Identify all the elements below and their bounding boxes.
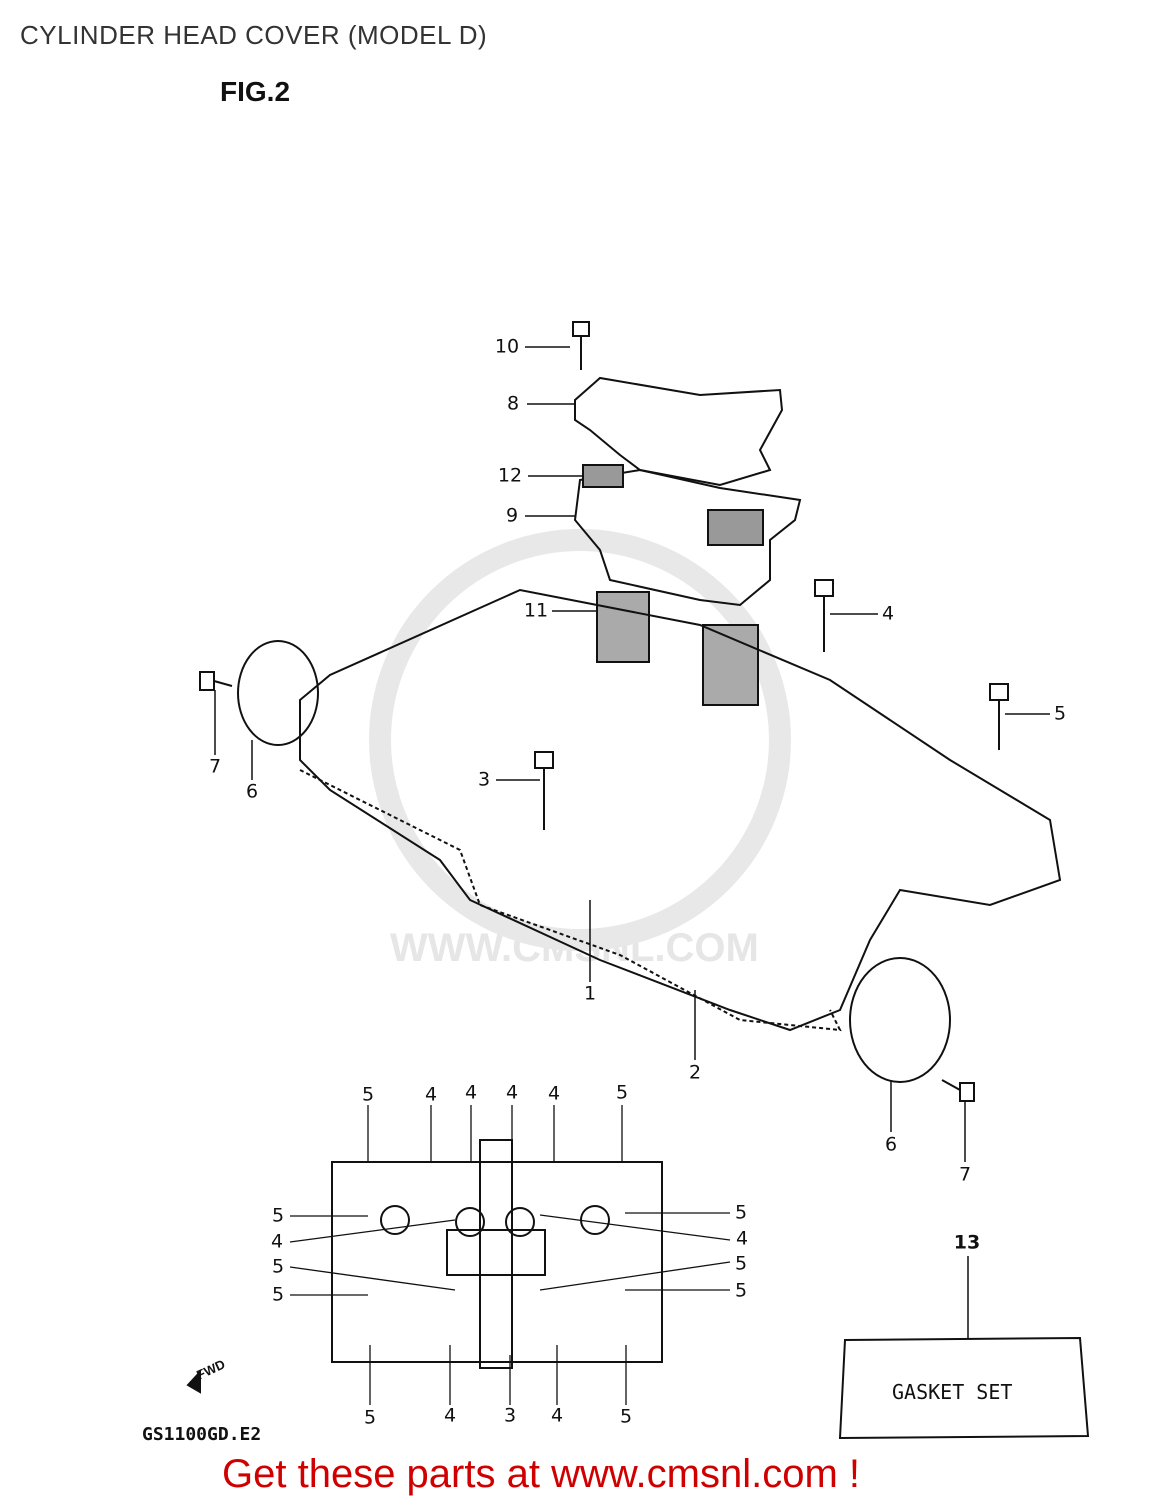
seal-12b[interactable] xyxy=(707,509,764,546)
callout-8: 8 xyxy=(506,392,520,415)
diagram-code: GS1100GD.E2 xyxy=(142,1424,262,1445)
callout-7: 7 xyxy=(958,1163,972,1186)
callout-6: 6 xyxy=(884,1133,898,1156)
callout-11: 11 xyxy=(523,599,549,622)
plan-callout: 5 xyxy=(361,1083,375,1106)
end-cap-6-left[interactable] xyxy=(237,640,319,746)
callout-10: 10 xyxy=(494,335,520,358)
plan-callout: 5 xyxy=(734,1201,748,1224)
callout-7: 7 xyxy=(208,755,222,778)
callout-6: 6 xyxy=(245,780,259,803)
plan-callout: 5 xyxy=(271,1255,285,1278)
callout-4: 4 xyxy=(881,602,895,625)
promo-link[interactable]: Get these parts at www.cmsnl.com ! xyxy=(222,1452,860,1496)
plan-callout: 4 xyxy=(505,1081,519,1104)
bolt-10[interactable] xyxy=(572,321,590,370)
callout-1: 1 xyxy=(583,982,597,1005)
cylinder-head-cover-1[interactable] xyxy=(299,588,1062,1032)
plan-view xyxy=(289,1105,731,1405)
plan-callout: 5 xyxy=(734,1279,748,1302)
bolt-5[interactable] xyxy=(989,683,1009,750)
plan-callout: 4 xyxy=(443,1404,457,1427)
plan-callout: 4 xyxy=(464,1081,478,1104)
callout-9: 9 xyxy=(505,504,519,527)
plan-callout: 3 xyxy=(503,1404,517,1427)
screw-7-right[interactable] xyxy=(941,1079,975,1102)
callout-5: 5 xyxy=(1053,702,1067,725)
plan-callout: 5 xyxy=(271,1283,285,1306)
page-title: CYLINDER HEAD COVER (MODEL D) xyxy=(20,20,488,50)
plan-callout: 5 xyxy=(615,1081,629,1104)
callout-13: 13 xyxy=(953,1231,981,1254)
gasket-2[interactable] xyxy=(299,769,842,1032)
figure-number: FIG.2 xyxy=(220,76,291,107)
breather-cover-8[interactable] xyxy=(574,376,784,487)
plan-callout: 4 xyxy=(547,1082,561,1105)
breather-11[interactable] xyxy=(596,591,650,663)
plan-callout: 5 xyxy=(619,1405,633,1428)
watermark-logo xyxy=(369,529,791,951)
gasket-set-label: GASKET SET xyxy=(892,1380,1013,1404)
plan-callout: 4 xyxy=(424,1083,438,1106)
screw-7-left[interactable] xyxy=(199,671,233,691)
seal-12[interactable] xyxy=(582,464,624,488)
leader-lines xyxy=(214,346,1050,1338)
bolt-3[interactable] xyxy=(534,751,554,830)
callout-12: 12 xyxy=(497,464,523,487)
plan-callout: 4 xyxy=(550,1404,564,1427)
bolt-4[interactable] xyxy=(814,579,834,652)
gasket-set-bag[interactable] xyxy=(838,1336,1090,1440)
gasket-9[interactable] xyxy=(573,468,802,607)
plan-callout: 4 xyxy=(735,1227,749,1250)
plan-callout: 5 xyxy=(734,1252,748,1275)
callout-3: 3 xyxy=(477,768,491,791)
callout-2: 2 xyxy=(688,1061,702,1084)
plan-callout: 4 xyxy=(270,1230,284,1253)
plan-callout: 5 xyxy=(363,1406,377,1429)
end-cap-6-right[interactable] xyxy=(849,957,951,1083)
fwd-arrow-icon xyxy=(186,1369,201,1394)
plan-callout: 5 xyxy=(271,1204,285,1227)
